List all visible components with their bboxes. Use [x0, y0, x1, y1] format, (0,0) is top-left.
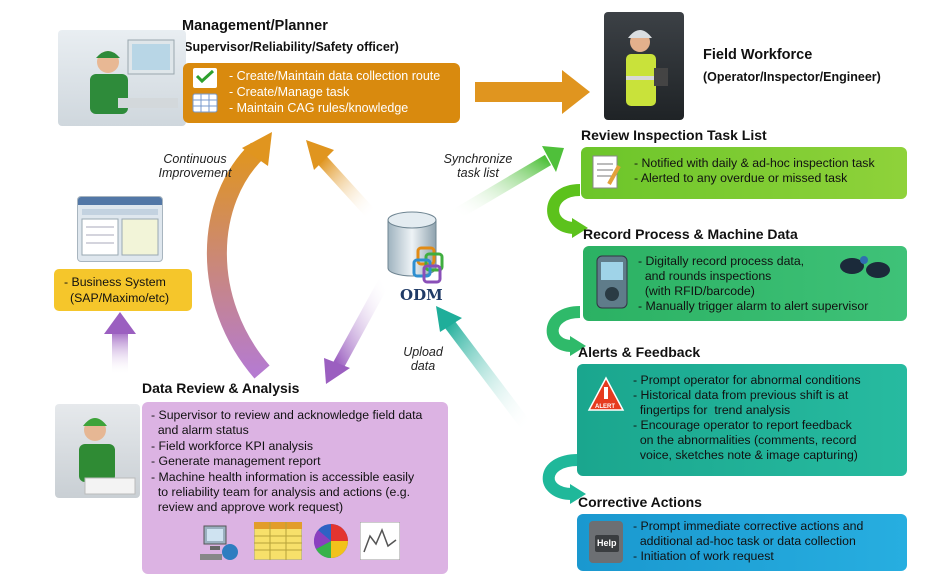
- field-subtitle: (Operator/Inspector/Engineer): [703, 70, 881, 84]
- spreadsheet-icon: [254, 522, 302, 560]
- record-item: - Manually trigger alarm to alert superv…: [638, 299, 869, 313]
- corrective-item: - Initiation of work request: [633, 549, 774, 563]
- analysis-item: - Generate management report: [151, 454, 321, 469]
- mgmt-to-field-arrow: [475, 70, 590, 114]
- corrective-item: additional ad-hoc task or data collectio…: [633, 534, 856, 548]
- management-title: Management/Planner: [182, 18, 328, 34]
- odm-to-analysis-arrow: [324, 277, 391, 384]
- management-item: - Create/Manage task: [229, 85, 350, 99]
- field-worker-photo: [604, 12, 684, 120]
- analysis-title: Data Review & Analysis: [142, 380, 300, 396]
- handheld-device-icon: [596, 255, 628, 309]
- alerts-item: voice, sketches note & image capturing): [633, 448, 858, 462]
- management-item: - Maintain CAG rules/knowledge: [229, 101, 409, 115]
- alerts-item: on the abnormalities (comments, record: [633, 433, 857, 447]
- record-item: (with RFID/barcode): [638, 284, 755, 298]
- corrective-title: Corrective Actions: [578, 494, 702, 510]
- alerts-item: fingertips for trend analysis: [633, 403, 791, 417]
- review-task-item: - Alerted to any overdue or missed task: [634, 171, 848, 185]
- corrective-box: Help - Prompt immediate corrective actio…: [577, 514, 907, 571]
- review-task-title: Review Inspection Task List: [581, 127, 767, 143]
- analysis-item: review and approve work request): [151, 500, 344, 515]
- checklist-icon: [192, 68, 218, 113]
- analysis-item: - Field workforce KPI analysis: [151, 438, 313, 453]
- upload-arrow: [436, 306, 533, 432]
- corrective-item: - Prompt immediate corrective actions an…: [633, 519, 864, 533]
- line-chart-icon: [360, 522, 400, 560]
- management-subtitle: (Supervisor/Reliability/Safety officer): [180, 40, 399, 54]
- field-worker-icon: [626, 30, 668, 106]
- step-connector-3: [542, 454, 586, 504]
- odm-to-mgmt-arrow: [306, 140, 377, 220]
- record-item: and rounds inspections: [638, 269, 772, 283]
- alerts-item: - Prompt operator for abnormal condition…: [633, 373, 861, 387]
- analyst-writing-icon: [79, 418, 136, 495]
- database-icon: [387, 211, 444, 284]
- management-item: - Create/Maintain data collection route: [229, 69, 441, 83]
- pie-chart-icon: [313, 524, 348, 558]
- task-list-icon: [592, 155, 621, 189]
- analysis-item: - Supervisor to review and acknowledge f…: [151, 408, 423, 422]
- odm-label: ODM: [400, 286, 443, 304]
- help-keyboard-icon: Help: [589, 521, 623, 563]
- record-box: - Digitally record process data, and rou…: [583, 246, 907, 321]
- analysis-item: and alarm status: [151, 423, 249, 438]
- review-task-box: - Notified with daily & ad-hoc inspectio…: [581, 147, 907, 199]
- odm-database: ODM: [378, 208, 458, 308]
- alert-icon: ALERT: [587, 376, 625, 412]
- business-system-box: - Business System (SAP/Maximo/etc): [54, 269, 192, 311]
- analysis-to-business-arrow: [104, 312, 136, 375]
- business-system-screenshot: [77, 196, 163, 262]
- help-icon-text: Help: [595, 535, 619, 552]
- business-line-2: (SAP/Maximo/etc): [70, 291, 170, 305]
- analysis-box: - Supervisor to review and acknowledge f…: [142, 402, 448, 574]
- field-title: Field Workforce: [703, 47, 813, 63]
- alerts-item: - Encourage operator to report feedback: [633, 418, 852, 432]
- sync-arrow: [451, 146, 564, 221]
- analyst-photo: [55, 404, 140, 498]
- step-connector-1: [547, 184, 588, 238]
- management-box: - Create/Maintain data collection route …: [183, 63, 460, 123]
- business-line-1: - Business System: [64, 275, 166, 289]
- rfid-tags-icon: [840, 256, 890, 278]
- record-item: - Digitally record process data,: [638, 254, 805, 268]
- analysis-item: - Machine health information is accessib…: [151, 469, 415, 484]
- continuous-improvement-arc: [207, 132, 272, 379]
- record-title: Record Process & Machine Data: [583, 226, 798, 242]
- step-connector-2: [546, 306, 586, 356]
- manager-photo: [58, 30, 186, 126]
- alert-icon-text: ALERT: [595, 404, 615, 410]
- analysis-item: to reliability team for analysis and act…: [151, 485, 411, 500]
- alerts-box: ALERT - Prompt operator for abnormal con…: [577, 364, 907, 476]
- computer-network-icon: [200, 525, 238, 560]
- review-task-item: - Notified with daily & ad-hoc inspectio…: [634, 156, 875, 170]
- manager-at-desk-icon: [90, 39, 178, 114]
- software-window-icon: [78, 197, 162, 256]
- alerts-title: Alerts & Feedback: [578, 344, 701, 360]
- alerts-item: - Historical data from previous shift is…: [633, 388, 849, 402]
